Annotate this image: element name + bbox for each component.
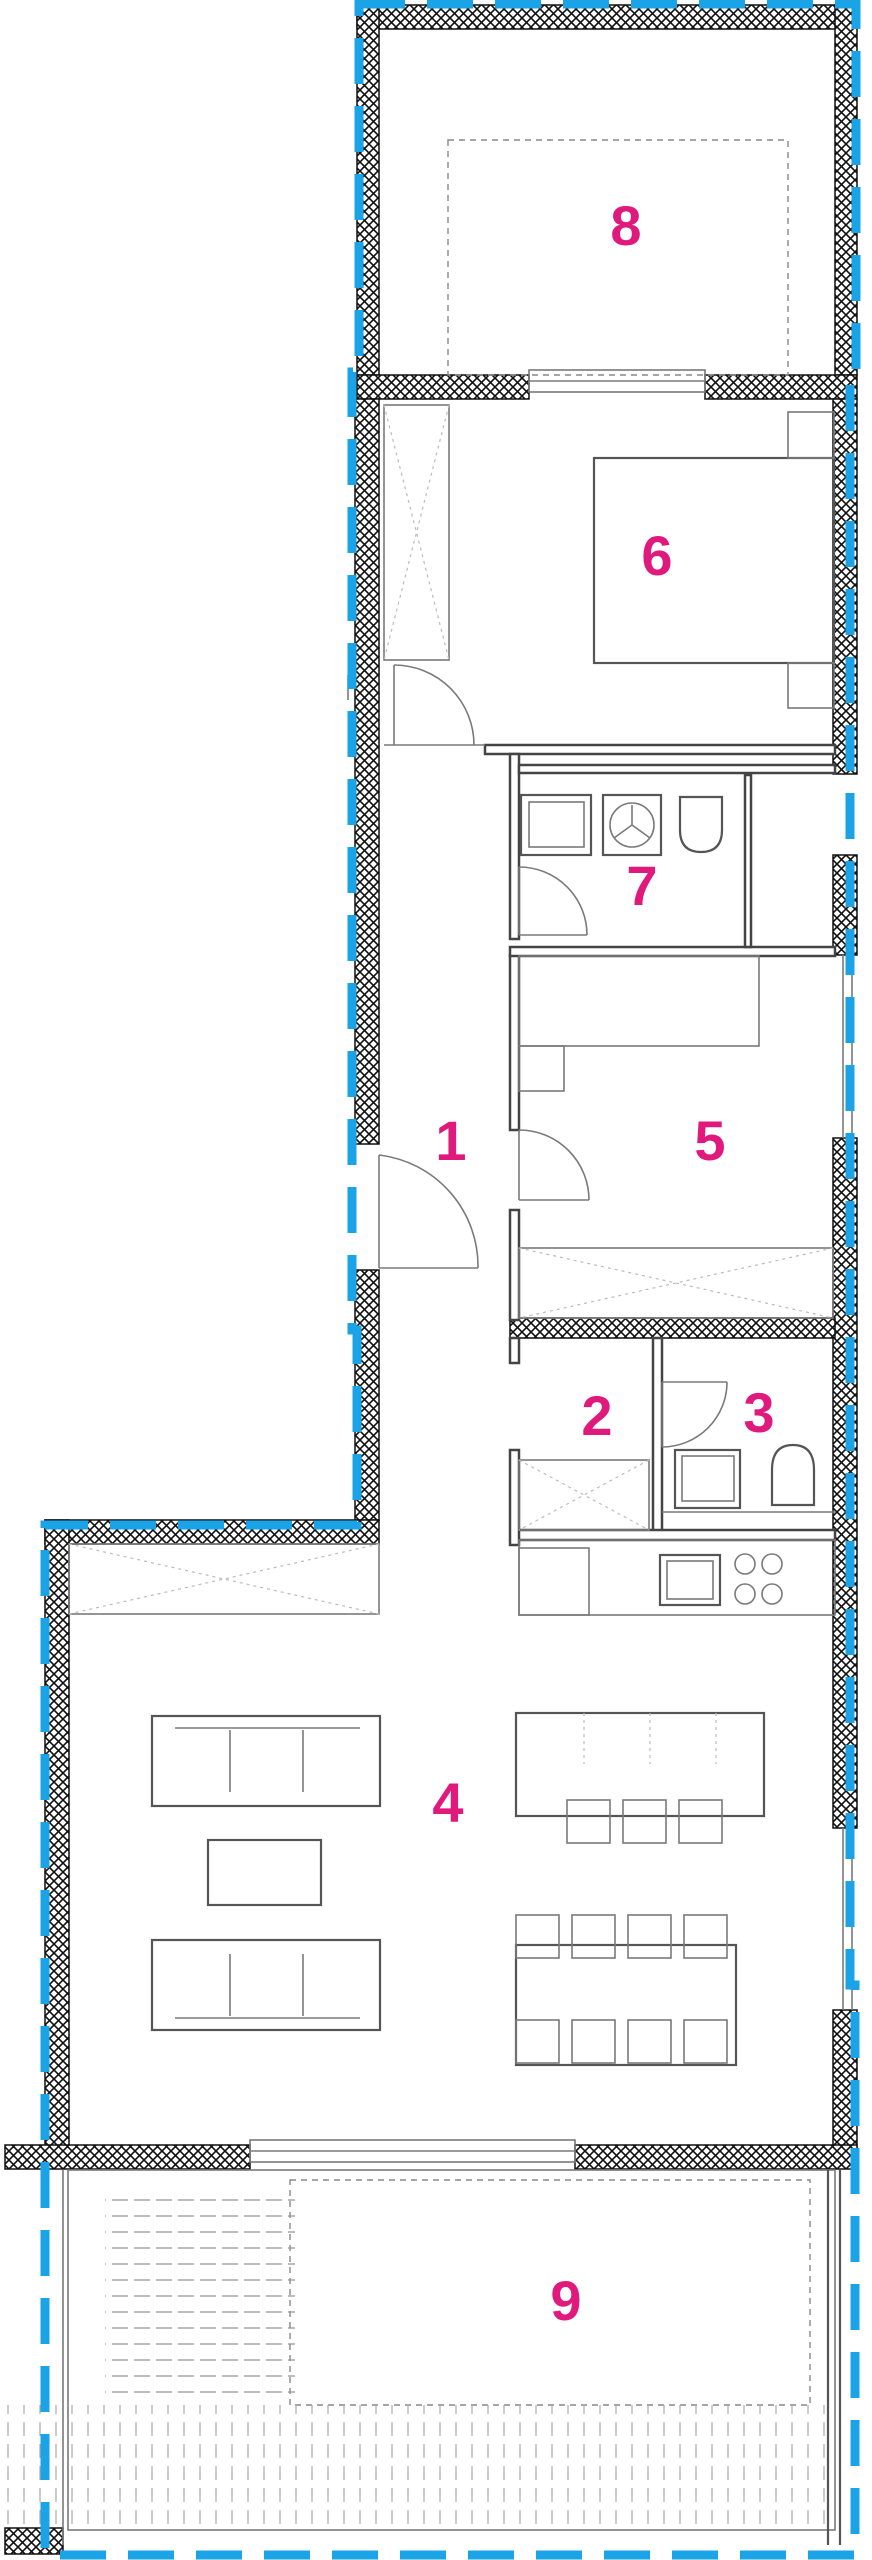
- deck-area: [0, 2405, 845, 2530]
- desk: [518, 955, 760, 1047]
- room-7-area: [518, 793, 724, 936]
- room-4-area: [68, 1543, 853, 2163]
- room-label-7: 7: [626, 854, 657, 917]
- room-6-area: [383, 404, 836, 746]
- room-label-4: 4: [432, 1771, 463, 1834]
- room-9-area: [0, 2169, 845, 2545]
- room-1-area: [347, 675, 479, 1269]
- exterior-walls: [4, 4, 858, 2555]
- room-label-2: 2: [581, 1384, 612, 1447]
- sink: [519, 793, 593, 857]
- sofa-bottom: [150, 1938, 382, 2032]
- room-label-1: 1: [435, 1109, 466, 1172]
- room-5-area: [518, 955, 853, 1319]
- dining-table: [514, 1943, 738, 2067]
- toilet-3: [770, 1443, 816, 1507]
- room-8-area: [447, 139, 789, 393]
- bed: [592, 456, 836, 665]
- kitchen-island: [514, 1711, 766, 1818]
- room-label-8: 8: [610, 194, 641, 257]
- sink-3: [673, 1448, 742, 1510]
- kitchen: [518, 1539, 836, 1616]
- room-label-3: 3: [743, 1381, 774, 1444]
- washing-machine: [601, 793, 663, 857]
- interior-partitions: [483, 743, 837, 1547]
- room-label-9: 9: [550, 2269, 581, 2332]
- room-labels: 8 6 7 1 5 2 3 4 9: [432, 194, 774, 2332]
- toilet: [678, 795, 724, 854]
- kitchen-sink: [658, 1553, 722, 1607]
- deck-boards: [105, 2192, 295, 2402]
- coffee-table: [206, 1838, 323, 1907]
- room-label-6: 6: [641, 524, 672, 587]
- room-2-3-area: [518, 1381, 835, 1531]
- sofa-top: [150, 1714, 382, 1808]
- room-label-5: 5: [694, 1109, 725, 1172]
